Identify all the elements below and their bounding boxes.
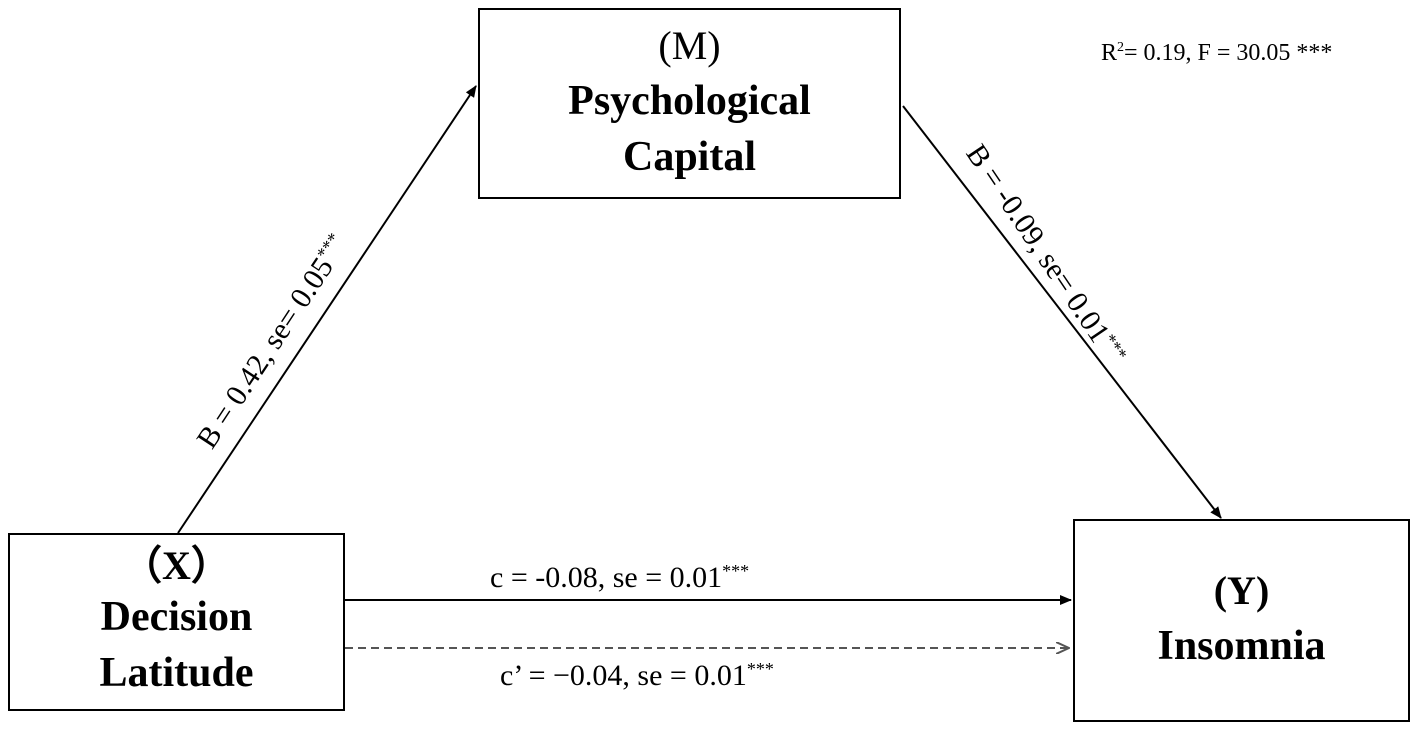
model-stats-suffix: = 0.19, F = 30.05 *** <box>1124 40 1333 66</box>
model-stats-prefix: R <box>1101 40 1118 66</box>
predictor-name-line1: Decision <box>100 594 253 640</box>
predictor-name-line2: Latitude <box>99 650 254 696</box>
path-c-prime-stars: *** <box>746 659 774 679</box>
path-a-arrow <box>177 85 477 534</box>
predictor-box: （X） Decision Latitude <box>8 533 345 711</box>
mediator-name-line1: Psychological <box>568 77 811 124</box>
mediator-tag: (M) <box>658 22 721 68</box>
path-c-label: c = -0.08, se = 0.01*** <box>490 561 749 595</box>
mediator-box: (M) Psychological Capital <box>478 8 901 199</box>
path-c-stars: *** <box>722 561 750 581</box>
model-stats-label: R2= 0.19, F = 30.05 *** <box>1101 36 1332 70</box>
mediator-name-line2: Capital <box>622 133 756 180</box>
outcome-tag: (Y) <box>1213 567 1270 613</box>
path-c-prime-text: c’ = −0.04, se = 0.01 <box>500 659 747 692</box>
path-c-text: c = -0.08, se = 0.01 <box>490 561 723 594</box>
path-c-prime-label: c’ = −0.04, se = 0.01*** <box>500 659 774 693</box>
predictor-tag: （X） <box>122 543 231 588</box>
outcome-name: Insomnia <box>1157 622 1326 669</box>
model-stats-superscript: 2 <box>1117 40 1125 55</box>
outcome-box: (Y) Insomnia <box>1073 519 1410 722</box>
path-b-arrow <box>902 105 1222 519</box>
